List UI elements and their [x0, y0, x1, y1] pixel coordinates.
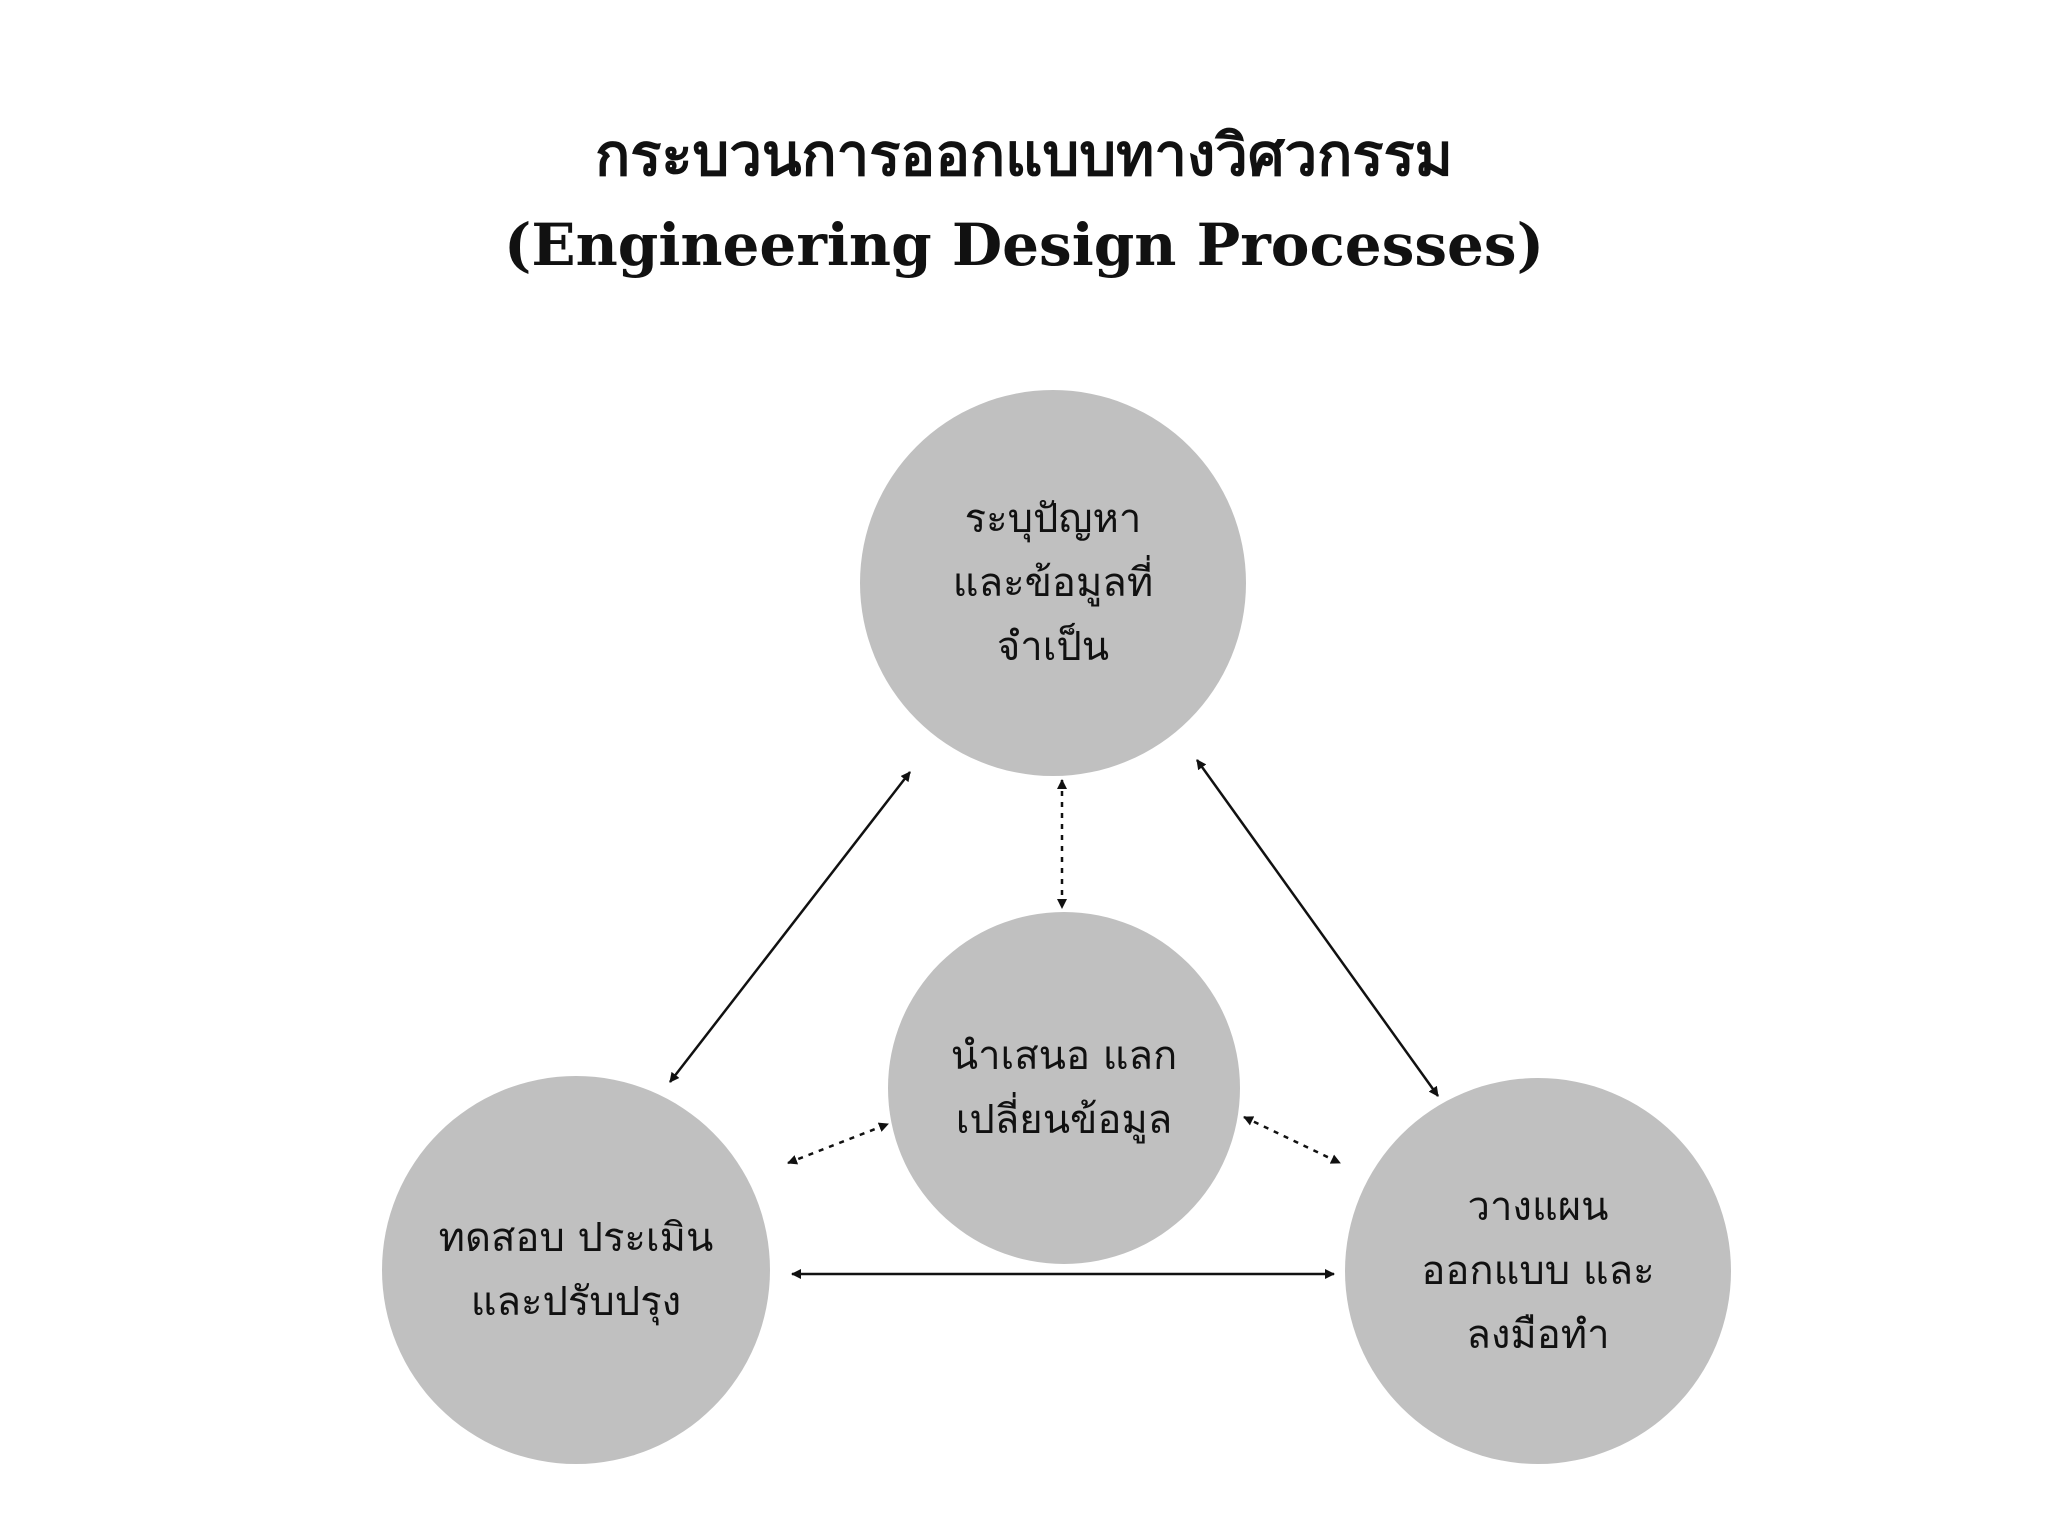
- arrow-identify-plan: [1195, 759, 1440, 1097]
- node-plan-design: วางแผน ออกแบบ และ ลงมือทำ: [1345, 1078, 1731, 1464]
- node-test-line1: ทดสอบ ประเมิน: [438, 1215, 714, 1261]
- title-english: (Engineering Design Processes): [503, 211, 1545, 279]
- node-present-line1: นำเสนอ แลก: [950, 1033, 1178, 1079]
- node-plan-line3: ลงมือทำ: [1466, 1312, 1610, 1358]
- node-identify-line2: และข้อมูลที่: [952, 560, 1154, 606]
- title-thai: กระบวนการออกแบบทางวิศวกรรม: [595, 121, 1453, 189]
- dotted-arrow-test-present: [787, 1122, 889, 1165]
- node-plan-line2: ออกแบบ และ: [1421, 1248, 1655, 1294]
- node-identify-line3: จำเป็น: [996, 624, 1110, 670]
- node-present-label: นำเสนอ แลก เปลี่ยนข้อมูล: [951, 1024, 1177, 1152]
- node-plan-label: วางแผน ออกแบบ และ ลงมือทำ: [1421, 1175, 1654, 1367]
- dotted-arrow-plan-present: [1243, 1115, 1341, 1165]
- node-test-label: ทดสอบ ประเมิน และปรับปรุง: [439, 1206, 714, 1334]
- node-identify-line1: ระบุปัญหา: [964, 496, 1142, 542]
- node-test-evaluate: ทดสอบ ประเมิน และปรับปรุง: [382, 1076, 770, 1464]
- node-test-line2: และปรับปรุง: [470, 1279, 682, 1325]
- node-plan-line1: วางแผน: [1467, 1184, 1609, 1230]
- diagram-title: กระบวนการออกแบบทางวิศวกรรม (Engineering …: [0, 110, 2048, 290]
- node-present-line2: เปลี่ยนข้อมูล: [955, 1097, 1173, 1143]
- node-present-exchange: นำเสนอ แลก เปลี่ยนข้อมูล: [888, 912, 1240, 1264]
- arrow-identify-test: [669, 771, 911, 1083]
- node-identify-problem: ระบุปัญหา และข้อมูลที่ จำเป็น: [860, 390, 1246, 776]
- node-identify-label: ระบุปัญหา และข้อมูลที่ จำเป็น: [953, 487, 1153, 679]
